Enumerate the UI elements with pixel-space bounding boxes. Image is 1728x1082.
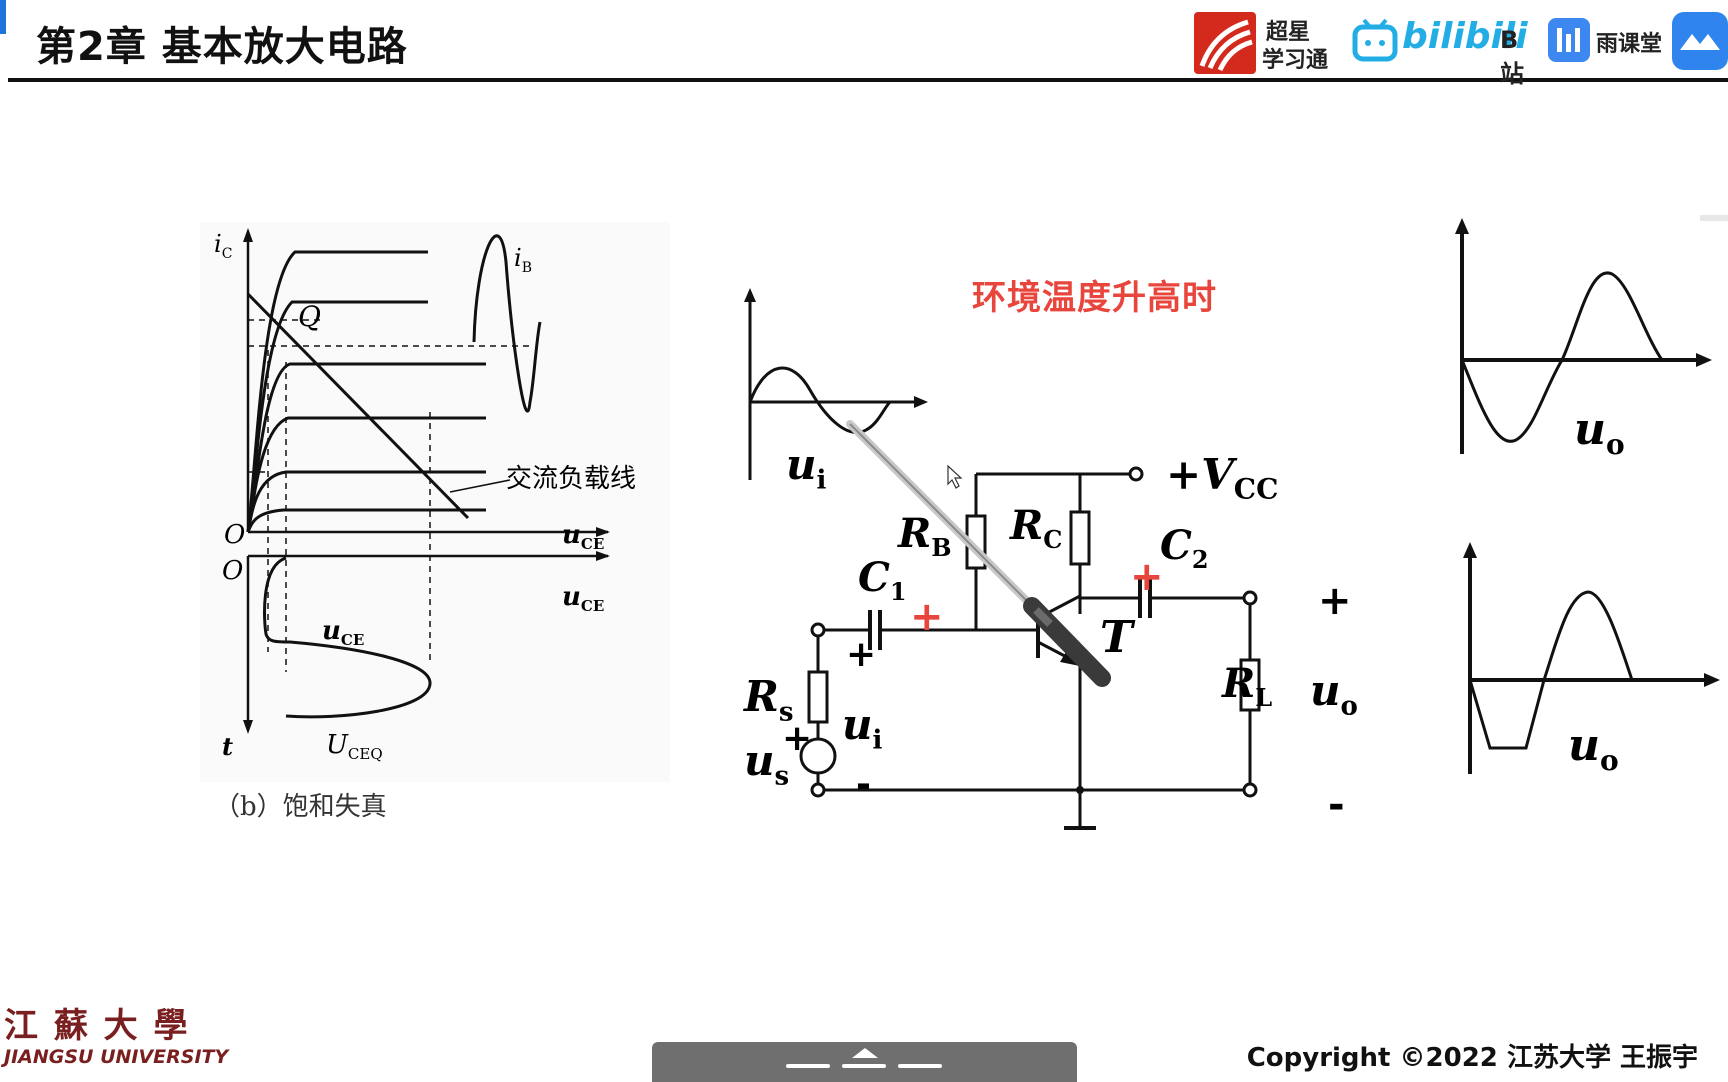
uce-axis-top-arrow [596,527,610,537]
uce-axis-bottom-arrow [596,551,610,561]
source-plus-sign: + [782,718,813,759]
input-terminal-top [810,622,826,638]
stylus-pen [846,420,1111,687]
output-terminal-top [1242,590,1258,606]
figure-caption: （b）饱和失真 [214,792,387,822]
uo-undistorted-waveform [1460,271,1664,443]
t-axis-label: t [222,732,234,761]
origin-top-label: O [224,520,246,550]
temperature-annotation: 环境温度升高时 [972,278,1217,318]
slide-title: 第2章 基本放大电路 [36,24,408,70]
accent-tick [0,0,6,34]
title-divider [8,78,1728,82]
yuketang-icon [1548,18,1590,62]
toolbar-handle-left [786,1064,830,1068]
amplifier-circuit [744,288,1261,830]
ac-load-line-label: 交流负载线 [506,464,637,494]
ui-graph-axis-arrow [744,288,756,302]
chaoxing-icon [1194,12,1256,74]
rl-label: RL [1222,660,1273,712]
mouse-cursor-icon [947,464,963,489]
ui-minus-sign: - [856,764,871,805]
ic-axis-arrow [243,228,253,242]
uo-top-label: uo [1574,404,1625,461]
uce-bottom-label: uCE [562,582,605,616]
chaoxing-label-1: 超星 [1266,20,1311,45]
t-axis-arrow [243,720,253,734]
rs-label: Rs [744,672,794,728]
side-panel-edge [1700,215,1728,221]
uce-curve-label: uCE [322,616,365,650]
tencent-meeting-logo[interactable] [1672,12,1728,70]
load-line-leader [449,479,511,493]
c1-polarity-plus: + [910,594,944,640]
ic-label: iC [214,230,233,262]
us-label: us [744,736,790,792]
uceq-label: UCEQ [326,730,383,764]
ac-load-line [246,292,470,520]
uo-plus-sign: + [1318,578,1352,624]
yuketang-logo[interactable]: 雨课堂 [1548,16,1666,66]
rc-resistor [1069,510,1091,566]
bilibili-tv-icon [1352,18,1398,62]
uce-distorted-waveform [263,556,432,719]
ib-waveform [472,234,542,413]
toolbar-handle-mid [842,1064,886,1068]
projection-guides [248,319,530,672]
uce-top-label: uCE [562,520,605,554]
vcc-label: +VCC [1166,450,1279,506]
ib-label: iB [514,244,532,276]
q-point-label: Q [298,300,321,333]
ui-graph-time-arrow [914,396,928,408]
yuketang-label: 雨课堂 [1596,32,1663,57]
saturation-distortion-figure [200,222,670,782]
chaoxing-logo[interactable]: 超星 学习通 [1194,12,1334,74]
slide-toolbar-toggle[interactable] [652,1042,1077,1082]
ui-sine-waveform [748,366,892,434]
bzhan-label: B站 [1500,26,1524,88]
uo-top-axis-arrow [1455,218,1469,234]
input-terminal-bottom [810,782,826,798]
bilibili-wordmark: bilibili [1402,16,1528,57]
vcc-terminal [1128,466,1144,482]
toolbar-handle-right [898,1064,942,1068]
c1-label: C1 [858,554,907,606]
uo-minus-sign: - [1328,782,1345,828]
c2-polarity-plus: + [1130,554,1164,600]
rs-resistor [807,670,829,724]
ui-graph-label: ui [786,440,827,496]
bilibili-logo[interactable]: bilibili B站 [1352,16,1540,88]
ui-plus-sign: + [846,634,877,675]
c2-label: C2 [1160,522,1209,574]
output-terminal-bottom [1242,782,1258,798]
chevron-up-icon [852,1048,878,1058]
origin-bottom-label: O [222,556,244,586]
uo-bottom-time-arrow [1704,673,1720,687]
uo-clipped-waveform [1468,590,1634,750]
transistor-label: T [1100,612,1133,663]
uo-output-label: uo [1310,666,1358,722]
rb-label: RB [898,510,952,562]
output-waveform-graphs [1455,218,1720,774]
ui-input-label: ui [842,700,883,756]
university-logo-cn: 江 蘇 大 學 [4,1006,190,1046]
uo-bottom-axis-arrow [1463,542,1477,558]
uo-top-time-arrow [1696,353,1712,367]
copyright-text: Copyright ©2022 江苏大学 王振宇 [1246,1043,1698,1073]
chaoxing-label-2: 学习通 [1262,48,1329,73]
meeting-icon [1672,12,1728,70]
university-logo-en: JIANGSU UNIVERSITY [4,1046,229,1068]
rc-label: RC [1010,502,1063,554]
uo-bottom-label: uo [1568,720,1619,777]
